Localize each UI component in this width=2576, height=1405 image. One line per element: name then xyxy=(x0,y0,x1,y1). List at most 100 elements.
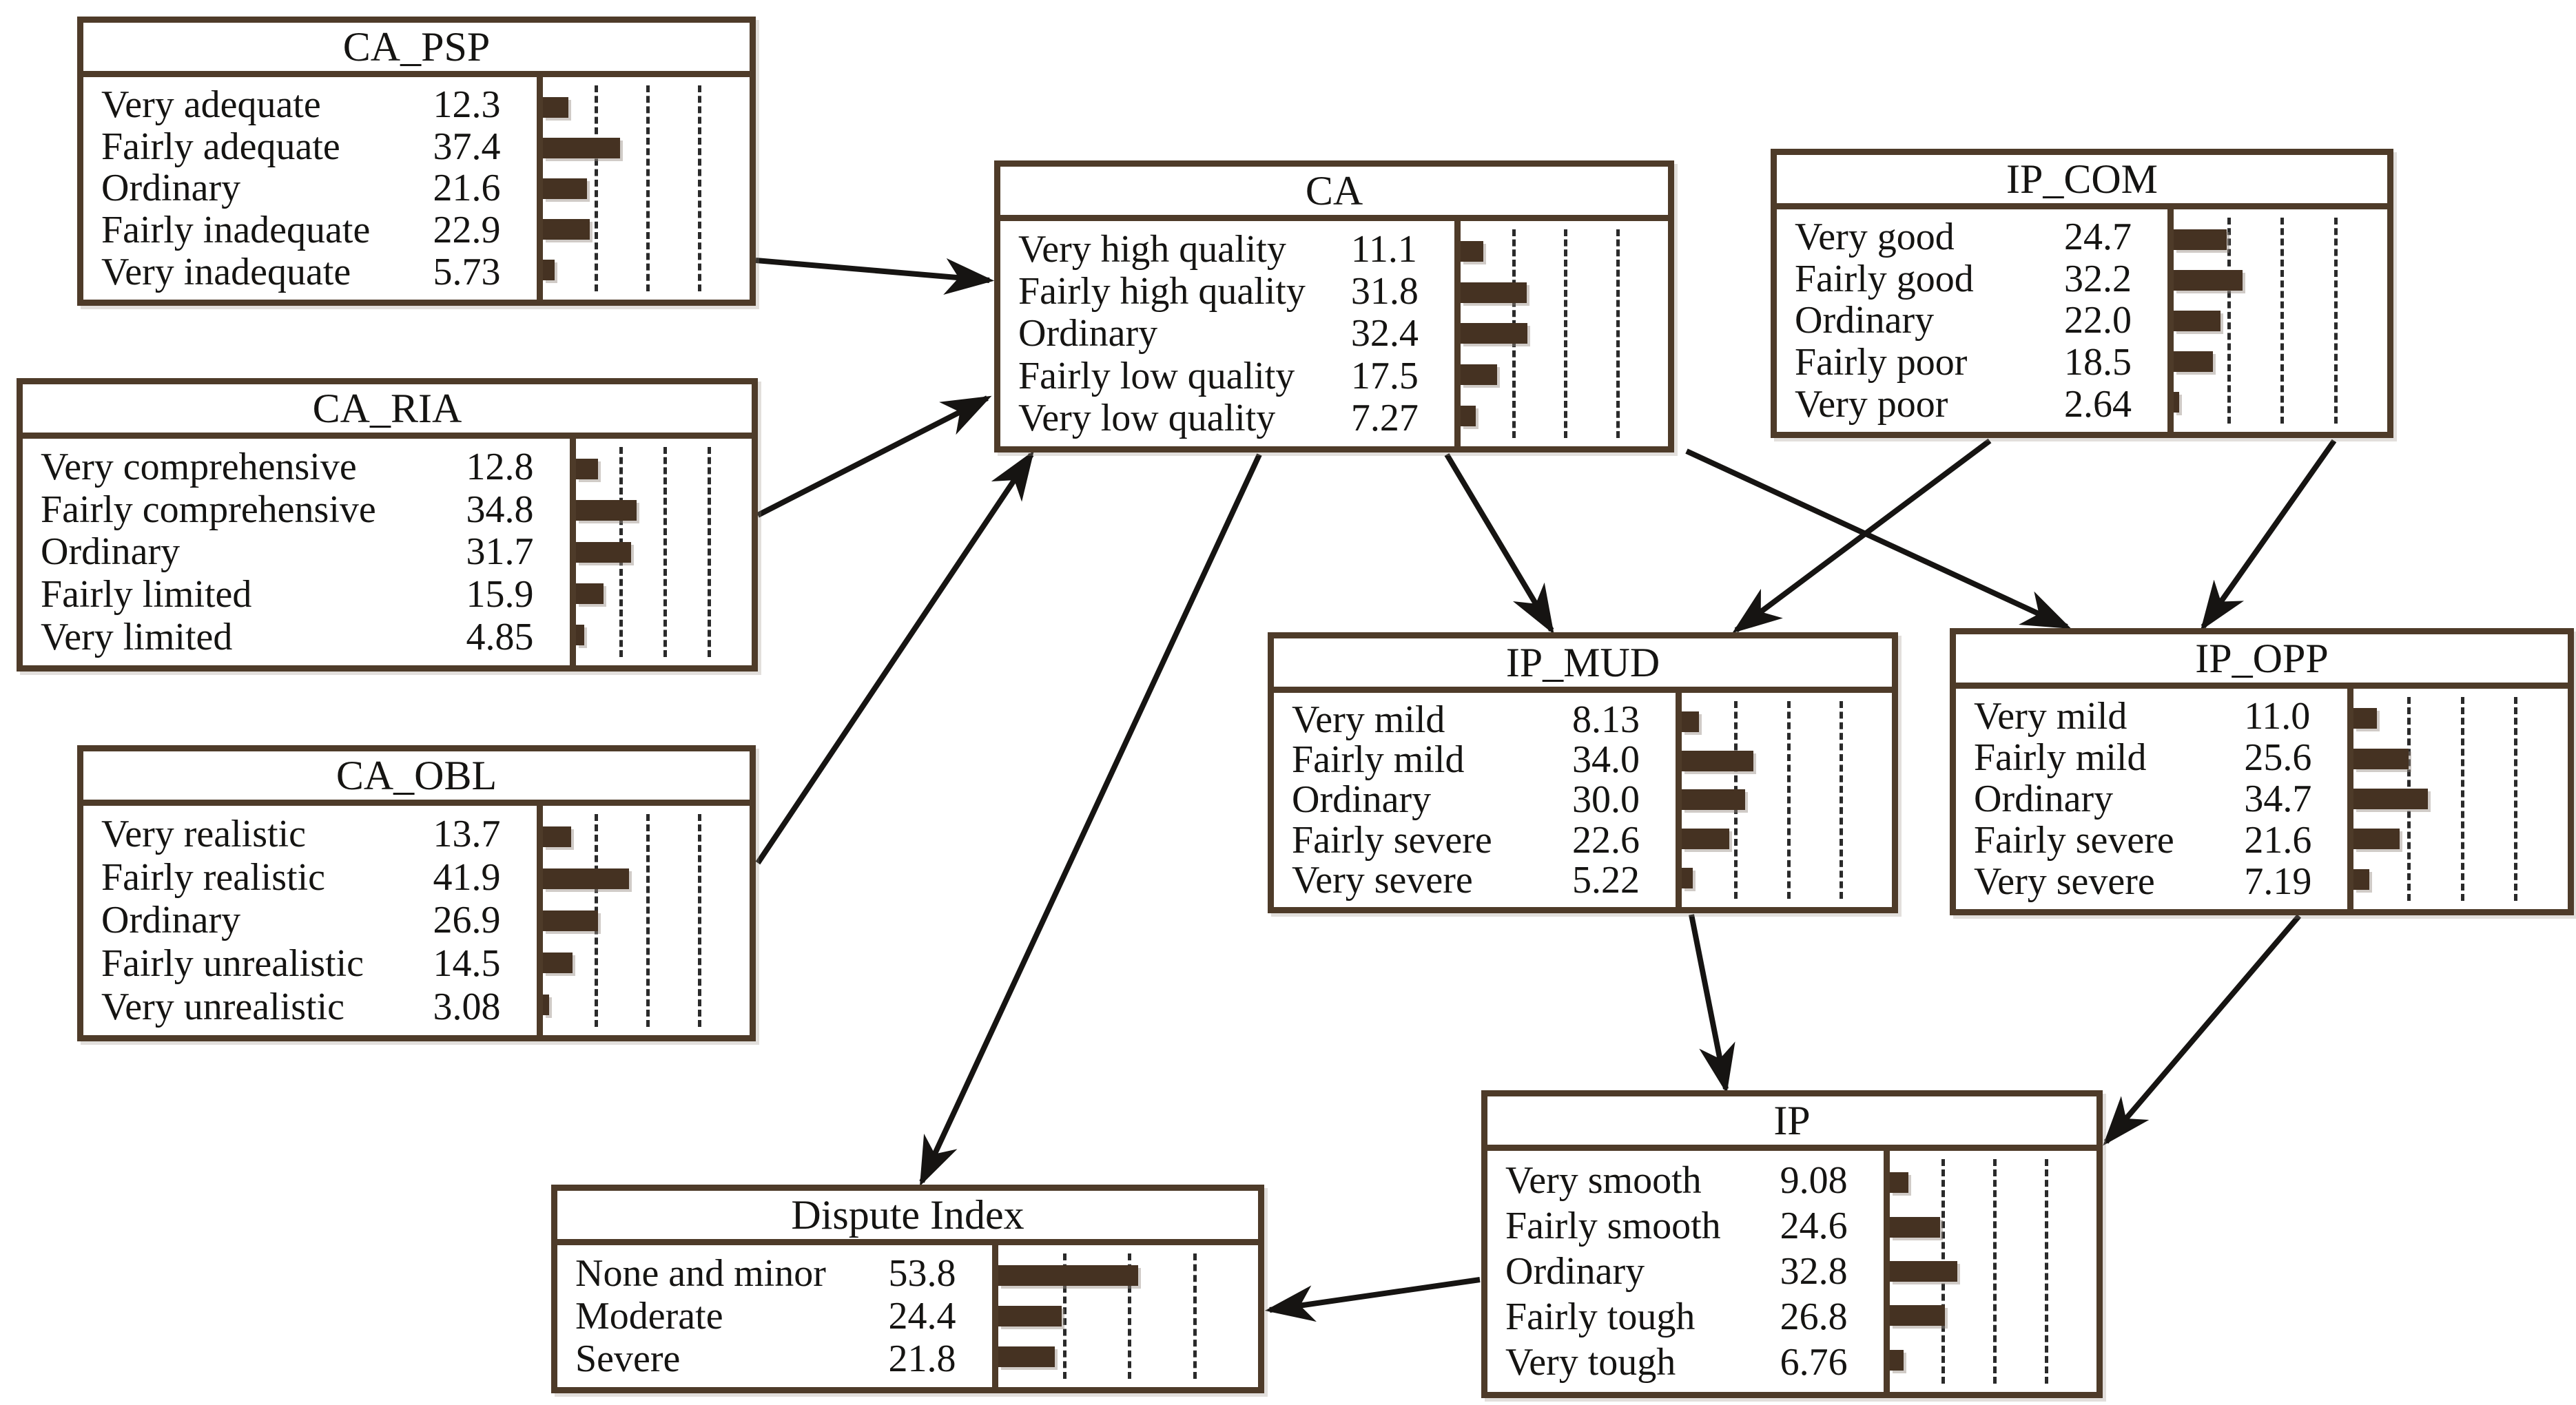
state-label: Very mild xyxy=(1974,695,2127,738)
state-label: Fairly good xyxy=(1795,257,1974,300)
state-value: 17.5 xyxy=(1350,354,1419,397)
probability-bar xyxy=(575,541,632,563)
node-title: CA xyxy=(1000,167,1668,221)
bar-row xyxy=(1460,231,1668,272)
probability-bar xyxy=(998,1305,1062,1326)
gridline xyxy=(594,85,598,291)
probability-bar xyxy=(575,583,604,604)
state-value: 30.0 xyxy=(1572,778,1640,822)
gridline xyxy=(1564,229,1568,438)
probability-bar xyxy=(2174,310,2221,331)
bar-row xyxy=(1682,742,1892,781)
bar-area xyxy=(1883,1151,2096,1392)
bar-area xyxy=(1454,221,1668,446)
state-value: 31.8 xyxy=(1350,270,1419,313)
state-label: Ordinary xyxy=(41,530,181,574)
bar-area xyxy=(2167,209,2387,432)
probability-bar xyxy=(542,868,630,889)
probability-bar xyxy=(1889,1216,1941,1238)
bar-row xyxy=(2353,779,2568,819)
state-value: 37.4 xyxy=(433,125,501,168)
node-title: CA_OBL xyxy=(83,751,750,806)
probability-bar xyxy=(542,218,590,240)
state-label: Very severe xyxy=(1292,858,1473,902)
probability-bar xyxy=(2174,391,2180,413)
state-row: Very severe 7.19 xyxy=(1956,862,2347,901)
state-label: Severe xyxy=(575,1338,681,1380)
gridline xyxy=(663,447,668,657)
state-label: Very realistic xyxy=(101,813,306,856)
arrow-ip-to-dispute_index xyxy=(1264,1277,1481,1322)
bar-row xyxy=(1889,1249,2096,1293)
probability-bar xyxy=(2174,351,2214,372)
state-value: 13.7 xyxy=(433,813,501,856)
state-value: 25.6 xyxy=(2244,736,2312,779)
state-label: Very severe xyxy=(1974,860,2155,903)
bar-row xyxy=(542,209,750,249)
probability-bar xyxy=(2353,748,2409,769)
state-value: 22.9 xyxy=(433,209,501,252)
state-value: 14.5 xyxy=(433,942,501,986)
state-value: 53.8 xyxy=(888,1252,956,1295)
state-label: Ordinary xyxy=(1974,778,2114,820)
state-value: 26.8 xyxy=(1780,1295,1848,1338)
state-value: 12.3 xyxy=(433,83,501,127)
gridline xyxy=(646,85,650,291)
bar-row xyxy=(575,531,752,572)
bar-row xyxy=(2353,738,2568,778)
state-label: Fairly low quality xyxy=(1018,354,1295,397)
probability-bar xyxy=(542,952,573,973)
state-label: Ordinary xyxy=(1292,778,1432,822)
bar-row xyxy=(1889,1293,2096,1338)
gridline xyxy=(1786,701,1791,899)
gridline xyxy=(2514,697,2518,901)
state-value: 24.7 xyxy=(2064,216,2132,259)
bar-row xyxy=(2174,260,2387,300)
gridline xyxy=(646,814,650,1027)
bar-row xyxy=(2174,219,2387,260)
probability-bar xyxy=(1889,1305,1946,1326)
state-label: Ordinary xyxy=(101,167,241,210)
bar-row xyxy=(575,490,752,531)
gridline xyxy=(697,814,701,1027)
node-title: IP_COM xyxy=(1777,155,2387,209)
state-label: Very mild xyxy=(1292,698,1445,742)
probability-bar xyxy=(542,826,571,847)
state-value: 15.9 xyxy=(466,573,534,616)
state-value: 24.4 xyxy=(888,1295,956,1338)
bar-row xyxy=(542,857,750,899)
gridline xyxy=(2227,218,2231,424)
probability-bar xyxy=(2174,269,2243,291)
state-value: 6.76 xyxy=(1780,1341,1848,1384)
bar-row xyxy=(1889,1338,2096,1382)
gridline xyxy=(1839,701,1843,899)
bar-area xyxy=(991,1245,1258,1387)
bar-row xyxy=(542,127,750,168)
probability-bar xyxy=(542,994,549,1015)
arrow-ca-to-ip_opp xyxy=(1685,448,2072,629)
bar-row xyxy=(1682,702,1892,742)
gridline xyxy=(697,85,701,291)
node-title: IP xyxy=(1487,1096,2096,1151)
bar-row xyxy=(1889,1205,2096,1249)
probability-bar xyxy=(1682,829,1729,850)
state-value: 7.19 xyxy=(2244,860,2312,903)
arrow-ca_psp-to-ca xyxy=(755,258,995,295)
